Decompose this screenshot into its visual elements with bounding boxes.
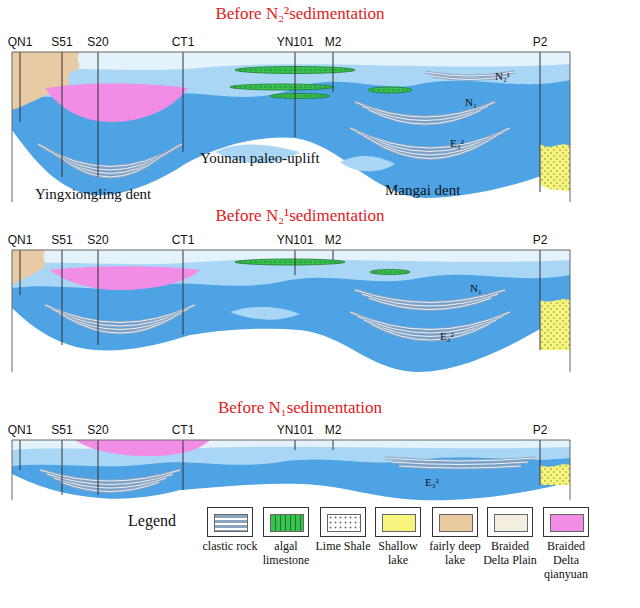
legend-frame (320, 507, 366, 537)
legend-item: Lime Shale (315, 507, 371, 554)
legend-item: algal limestone (258, 507, 314, 568)
strata-label: E₃² (450, 137, 464, 150)
section-panel (12, 440, 570, 500)
legend-swatch (439, 514, 473, 532)
legend-item: Shallow lake (370, 507, 426, 568)
legend-item: Braided Delta qianyuan (538, 507, 594, 581)
legend-text: Lime Shale (315, 540, 371, 554)
legend-text: algal limestone (258, 540, 314, 568)
legend-item: fairly deep lake (427, 507, 483, 568)
legend-text: clastic rock (202, 540, 258, 554)
strata-label: N₂¹ (495, 70, 510, 83)
well-name: P2 (533, 424, 548, 438)
well-name: S51 (51, 36, 72, 50)
strata-label: N₁ (465, 96, 477, 109)
section-panel (12, 52, 570, 202)
legend-frame (487, 507, 533, 537)
legend-text: Braided Delta Plain (482, 540, 538, 568)
well-name: CT1 (172, 234, 195, 248)
section-panel (12, 250, 570, 372)
legend-swatch (327, 514, 361, 532)
well-name: M2 (325, 234, 342, 248)
well-name: QN1 (8, 234, 33, 248)
legend-text: fairly deep lake (427, 540, 483, 568)
legend-frame (263, 507, 309, 537)
well-name: S51 (51, 424, 72, 438)
legend-swatch (550, 514, 584, 532)
well-name: P2 (533, 234, 548, 248)
panel-title: Before N₁sedimentation (218, 398, 382, 418)
strata-label: E₃² (440, 330, 454, 343)
legend-text: Shallow lake (370, 540, 426, 568)
region-label: Yingxiongling dent (35, 186, 151, 203)
well-name: M2 (325, 36, 342, 50)
legend-frame (375, 507, 421, 537)
well-name: S20 (87, 234, 108, 248)
well-name: S20 (87, 36, 108, 50)
well-name: P2 (533, 36, 548, 50)
region-label: Mangai dent (385, 182, 460, 199)
well-name: QN1 (8, 424, 33, 438)
legend-item: clastic rock (202, 507, 258, 554)
region-label: Younan paleo-uplift (200, 150, 320, 167)
well-name: QN1 (8, 36, 33, 50)
well-name: YN101 (277, 234, 314, 248)
well-name: YN101 (277, 36, 314, 50)
strata-label: E₃² (425, 476, 439, 489)
panel-title: Before N₂¹sedimentation (215, 206, 384, 226)
well-name: YN101 (277, 424, 314, 438)
well-name: M2 (325, 424, 342, 438)
strata-label: N₁ (470, 282, 482, 295)
well-name: S51 (51, 234, 72, 248)
legend-frame (432, 507, 478, 537)
legend-frame (543, 507, 589, 537)
well-name: CT1 (172, 424, 195, 438)
legend-text: Braided Delta qianyuan (538, 540, 594, 581)
legend-swatch (382, 514, 416, 532)
legend-swatch (494, 514, 528, 532)
well-name: S20 (87, 424, 108, 438)
legend-heading: Legend (128, 512, 176, 530)
legend-item: Braided Delta Plain (482, 507, 538, 568)
legend-swatch (270, 514, 304, 532)
legend-frame (207, 507, 253, 537)
panel-title: Before N₂²sedimentation (215, 4, 384, 24)
legend-swatch (214, 514, 248, 532)
well-name: CT1 (172, 36, 195, 50)
